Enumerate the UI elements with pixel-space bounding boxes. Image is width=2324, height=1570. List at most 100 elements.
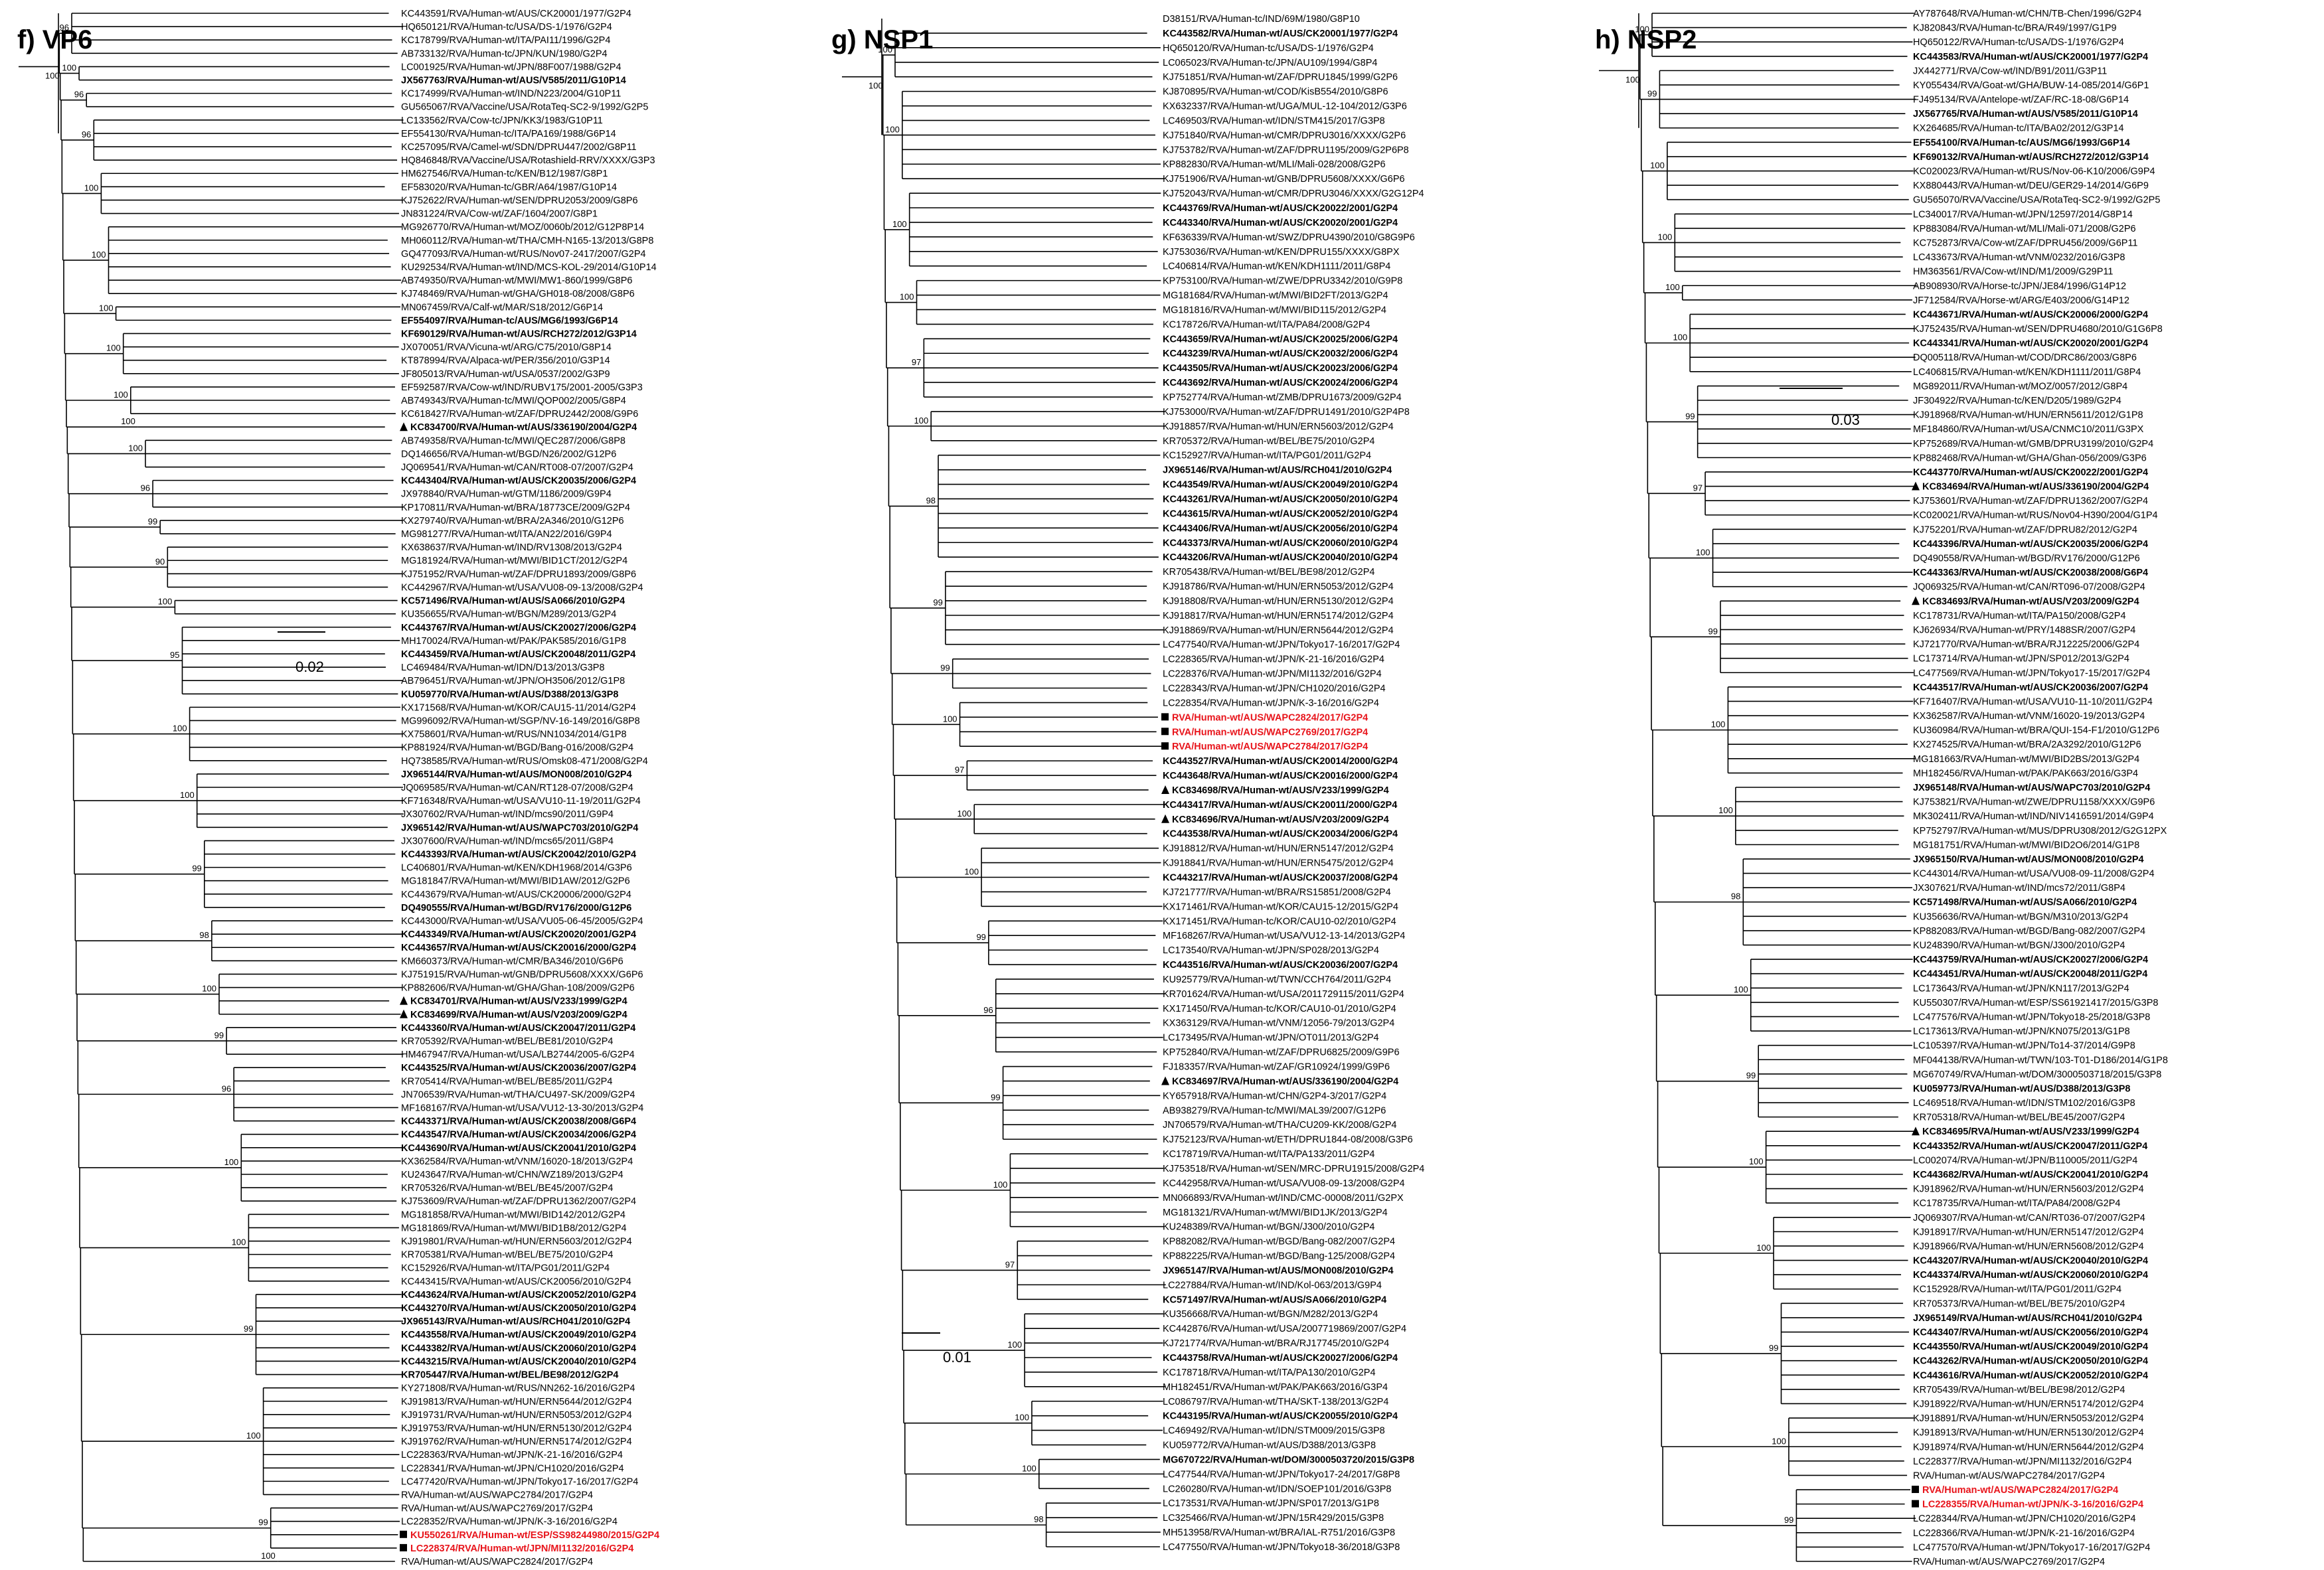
tip-label: KC443417/RVA/Human-wt/AUS/CK20011/2000/G…	[1163, 800, 1397, 811]
tip-label: HM467947/RVA/Human-wt/USA/LB2744/2005-6/…	[401, 1050, 635, 1060]
tip-label: JQ069325/RVA/Human-wt/CAN/RT096-07/2008/…	[1913, 582, 2145, 593]
tip-label: KX758601/RVA/Human-wt/RUS/NN1034/2014/G1…	[401, 730, 627, 740]
tip-label: JF805013/RVA/Human-wt/USA/0537/2002/G3P9	[401, 369, 610, 380]
tip-label: KC834700/RVA/Human-wt/AUS/336190/2004/G2…	[410, 422, 637, 433]
tip-label: KJ918917/RVA/Human-wt/HUN/ERN5147/2012/G…	[1913, 1227, 2144, 1237]
tip-label: KJ721777/RVA/Human-wt/BRA/RS15851/2008/G…	[1163, 887, 1391, 898]
tip-label: KC443657/RVA/Human-wt/AUS/CK20016/2000/G…	[401, 943, 636, 953]
tip-label: KP752689/RVA/Human-wt/GMB/DPRU3199/2010/…	[1913, 439, 2153, 449]
tip-label: MF044138/RVA/Human-wt/TWN/103-T01-D186/2…	[1913, 1055, 2168, 1065]
tip-label: KC443217/RVA/Human-wt/AUS/CK20037/2008/G…	[1163, 873, 1398, 884]
tip-label: KJ721770/RVA/Human-wt/BRA/RJ12225/2006/G…	[1913, 639, 2139, 650]
tip-label: LC469484/RVA/Human-wt/IDN/D13/2013/G3P8	[401, 663, 605, 673]
tip-label: KJ918841/RVA/Human-wt/HUN/ERN5475/2012/G…	[1163, 858, 1394, 869]
bootstrap-value: 99	[192, 864, 201, 874]
tip-label: AY787648/RVA/Human-wt/CHN/TB-Chen/1996/G…	[1913, 9, 2141, 19]
tip-label: KC443615/RVA/Human-wt/AUS/CK20052/2010/G…	[1163, 509, 1398, 519]
tip-label: JN706539/RVA/Human-wt/THA/CU497-SK/2009/…	[401, 1089, 635, 1100]
tip-label: KC443583/RVA/Human-wt/AUS/CK20001/1977/G…	[1913, 52, 2148, 62]
tip-label: KY657918/RVA/Human-wt/CHN/G2P4-3/2017/G2…	[1163, 1091, 1386, 1101]
tip-label: KC443407/RVA/Human-wt/AUS/CK20056/2010/G…	[1913, 1328, 2148, 1338]
tip-label: KP170811/RVA/Human-wt/BRA/18773CE/2009/G…	[401, 503, 630, 513]
tip-label: KC443525/RVA/Human-wt/AUS/CK20036/2007/G…	[401, 1063, 636, 1073]
tip-label: KJ753821/RVA/Human-wt/ZWE/DPRU1158/XXXX/…	[1913, 797, 2155, 808]
triangle-marker	[1161, 785, 1169, 794]
tip-label: KC571498/RVA/Human-wt/AUS/SA066/2010/G2P…	[1913, 898, 2137, 908]
bootstrap-value: 97	[1693, 483, 1702, 493]
tip-label: KC443270/RVA/Human-wt/AUS/CK20050/2010/G…	[401, 1303, 636, 1314]
bootstrap-value: 97	[912, 357, 921, 367]
tip-label: LC477540/RVA/Human-wt/JPN/Tokyo17-16/201…	[1163, 640, 1400, 651]
tip-label: KC443624/RVA/Human-wt/AUS/CK20052/2010/G…	[401, 1290, 636, 1300]
bootstrap-value: 99	[244, 1324, 253, 1334]
bootstrap-value: 96	[82, 129, 91, 139]
tip-label: KJ919731/RVA/Human-wt/HUN/ERN5053/2012/G…	[401, 1410, 632, 1421]
tip-label: JQ069307/RVA/Human-wt/CAN/RT036-07/2007/…	[1913, 1213, 2145, 1223]
tip-label: JX567765/RVA/Human-wt/AUS/V585/2011/G10P…	[1913, 109, 2138, 119]
bootstrap-value: 98	[1034, 1514, 1043, 1524]
tip-label: KJ753000/RVA/Human-wt/ZAF/DPRU1491/2010/…	[1163, 407, 1410, 418]
tip-label: JX965150/RVA/Human-wt/AUS/MON008/2010/G2…	[1913, 854, 2144, 865]
bootstrap-value: 99	[1784, 1515, 1793, 1525]
tip-label: KC152928/RVA/Human-wt/ITA/PG01/2011/G2P4	[1913, 1285, 2121, 1295]
bootstrap-value: 100	[1022, 1463, 1037, 1473]
tip-label: KR705373/RVA/Human-wt/BEL/BE75/2010/G2P4	[1913, 1298, 2125, 1309]
tip-label: KJ919813/RVA/Human-wt/HUN/ERN5644/2012/G…	[401, 1397, 632, 1407]
tip-labels: 1009910010010010099971009910010098100991…	[1625, 9, 2168, 1567]
tip-label: RVA/Human-wt/AUS/WAPC2769/2017/G2P4	[1913, 1557, 2105, 1567]
tip-label: JX965149/RVA/Human-wt/AUS/RCH041/2010/G2…	[1913, 1313, 2142, 1324]
tip-label: JX442771/RVA/Cow-wt/IND/B91/2011/G3P11	[1913, 66, 2107, 76]
tip-label: LC469518/RVA/Human-wt/IDN/STM102/2016/G3…	[1913, 1098, 2135, 1109]
scale-bar-label: 0.03	[1831, 412, 1860, 428]
tip-label: KC443591/RVA/Human-wt/AUS/CK20001/1977/G…	[401, 9, 631, 19]
bootstrap-value: 100	[261, 1551, 276, 1561]
bootstrap-value: 100	[173, 724, 187, 734]
tip-label: KC443396/RVA/Human-wt/AUS/CK20035/2006/G…	[1913, 539, 2148, 550]
tip-label: KU248389/RVA/Human-wt/BGN/J300/2010/G2P4	[1163, 1222, 1374, 1233]
tip-label: KJ918922/RVA/Human-wt/HUN/ERN5174/2012/G…	[1913, 1399, 2144, 1409]
square-marker	[1912, 1486, 1919, 1494]
tip-label: LC228363/RVA/Human-wt/JPN/K-21-16/2016/G…	[401, 1450, 623, 1460]
tip-label: RVA/Human-wt/AUS/WAPC2769/2017/G2P4	[1172, 727, 1368, 738]
tip-label: MF168167/RVA/Human-wt/USA/VU12-13-30/201…	[401, 1103, 643, 1113]
tip-label: MG892011/RVA/Human-wt/MOZ/0057/2012/G8P4	[1913, 381, 2127, 392]
tip-label: KJ918968/RVA/Human-wt/HUN/ERN5611/2012/G…	[1913, 410, 2143, 421]
tip-label: LC228341/RVA/Human-wt/JPN/CH1020/2016/G2…	[401, 1463, 624, 1474]
bootstrap-value: 100	[45, 70, 60, 80]
tip-label: KJ753609/RVA/Human-wt/ZAF/DPRU1362/2007/…	[401, 1196, 636, 1207]
tip-label: DQ005118/RVA/Human-wt/COD/DRC86/2003/G8P…	[1913, 353, 2137, 363]
tip-label: KX274525/RVA/Human-wt/BRA/2A3292/2010/G1…	[1913, 740, 2141, 750]
tip-label: LC228376/RVA/Human-wt/JPN/MI1132/2016/G2…	[1163, 669, 1382, 680]
tip-label: D38151/RVA/Human-tc/IND/69M/1980/G8P10	[1163, 14, 1360, 25]
tip-label: LC477544/RVA/Human-wt/JPN/Tokyo17-24/201…	[1163, 1469, 1400, 1480]
tip-label: FJ495134/RVA/Antelope-wt/ZAF/RC-18-08/G6…	[1913, 95, 2129, 106]
tip-label: KU248390/RVA/Human-wt/BGN/J300/2010/G2P4	[1913, 941, 2125, 951]
tip-label: JQ069541/RVA/Human-wt/CAN/RT008-07/2007/…	[401, 463, 633, 473]
tip-label: MF184860/RVA/Human-wt/USA/CNMC10/2011/G3…	[1913, 424, 2144, 435]
phylogenetic-tree-vp6: 9610096961001001001001001001009699901009…	[19, 9, 659, 1567]
bootstrap-value: 100	[99, 303, 114, 313]
tip-label: MN066893/RVA/Human-wt/IND/CMC-00008/2011…	[1163, 1193, 1404, 1204]
tip-label: LC260280/RVA/Human-wt/IDN/SOEP101/2016/G…	[1163, 1484, 1391, 1494]
tip-label: KR705372/RVA/Human-wt/BEL/BE75/2010/G2P4	[1163, 436, 1374, 447]
bootstrap-value: 100	[943, 714, 957, 724]
bootstrap-value: 100	[1625, 74, 1640, 84]
tip-label: LC477570/RVA/Human-wt/JPN/Tokyo17-16/201…	[1913, 1542, 2150, 1553]
tip-label: KC178726/RVA/Human-wt/ITA/PA84/2008/G2P4	[1163, 319, 1370, 330]
tip-label: KX638637/RVA/Human-wt/IND/RV1308/2013/G2…	[401, 542, 622, 553]
tip-label: KC443517/RVA/Human-wt/AUS/CK20036/2007/G…	[1913, 682, 2148, 693]
tip-label: KJ748469/RVA/Human-wt/GHA/GH018-08/2008/…	[401, 289, 635, 299]
bootstrap-value: 95	[170, 650, 179, 660]
bootstrap-value: 96	[983, 1005, 993, 1015]
tip-label: MG181751/RVA/Human-wt/MWI/BID2O6/2014/G1…	[1913, 840, 2139, 850]
tip-label: AB796451/RVA/Human-wt/JPN/OH3506/2012/G1…	[401, 676, 625, 686]
tip-label: KJ626934/RVA/Human-wt/PRY/1488SR/2007/G2…	[1913, 625, 2135, 635]
tip-label: KC443767/RVA/Human-wt/AUS/CK20027/2006/G…	[401, 623, 636, 633]
tip-label: AB749343/RVA/Human-tc/MWI/QOP002/2005/G8…	[401, 396, 626, 406]
tip-label: LC133562/RVA/Cow-tc/JPN/KK3/1983/G10P11	[401, 116, 603, 126]
bootstrap-value: 100	[900, 292, 914, 302]
tip-label: LC173495/RVA/Human-wt/JPN/OT011/2013/G2P…	[1163, 1033, 1379, 1044]
tip-label: HM363561/RVA/Cow-wt/IND/M1/2009/G29P11	[1913, 267, 2113, 277]
tip-label: KF716407/RVA/Human-wt/USA/VU10-11-10/201…	[1913, 696, 2153, 707]
